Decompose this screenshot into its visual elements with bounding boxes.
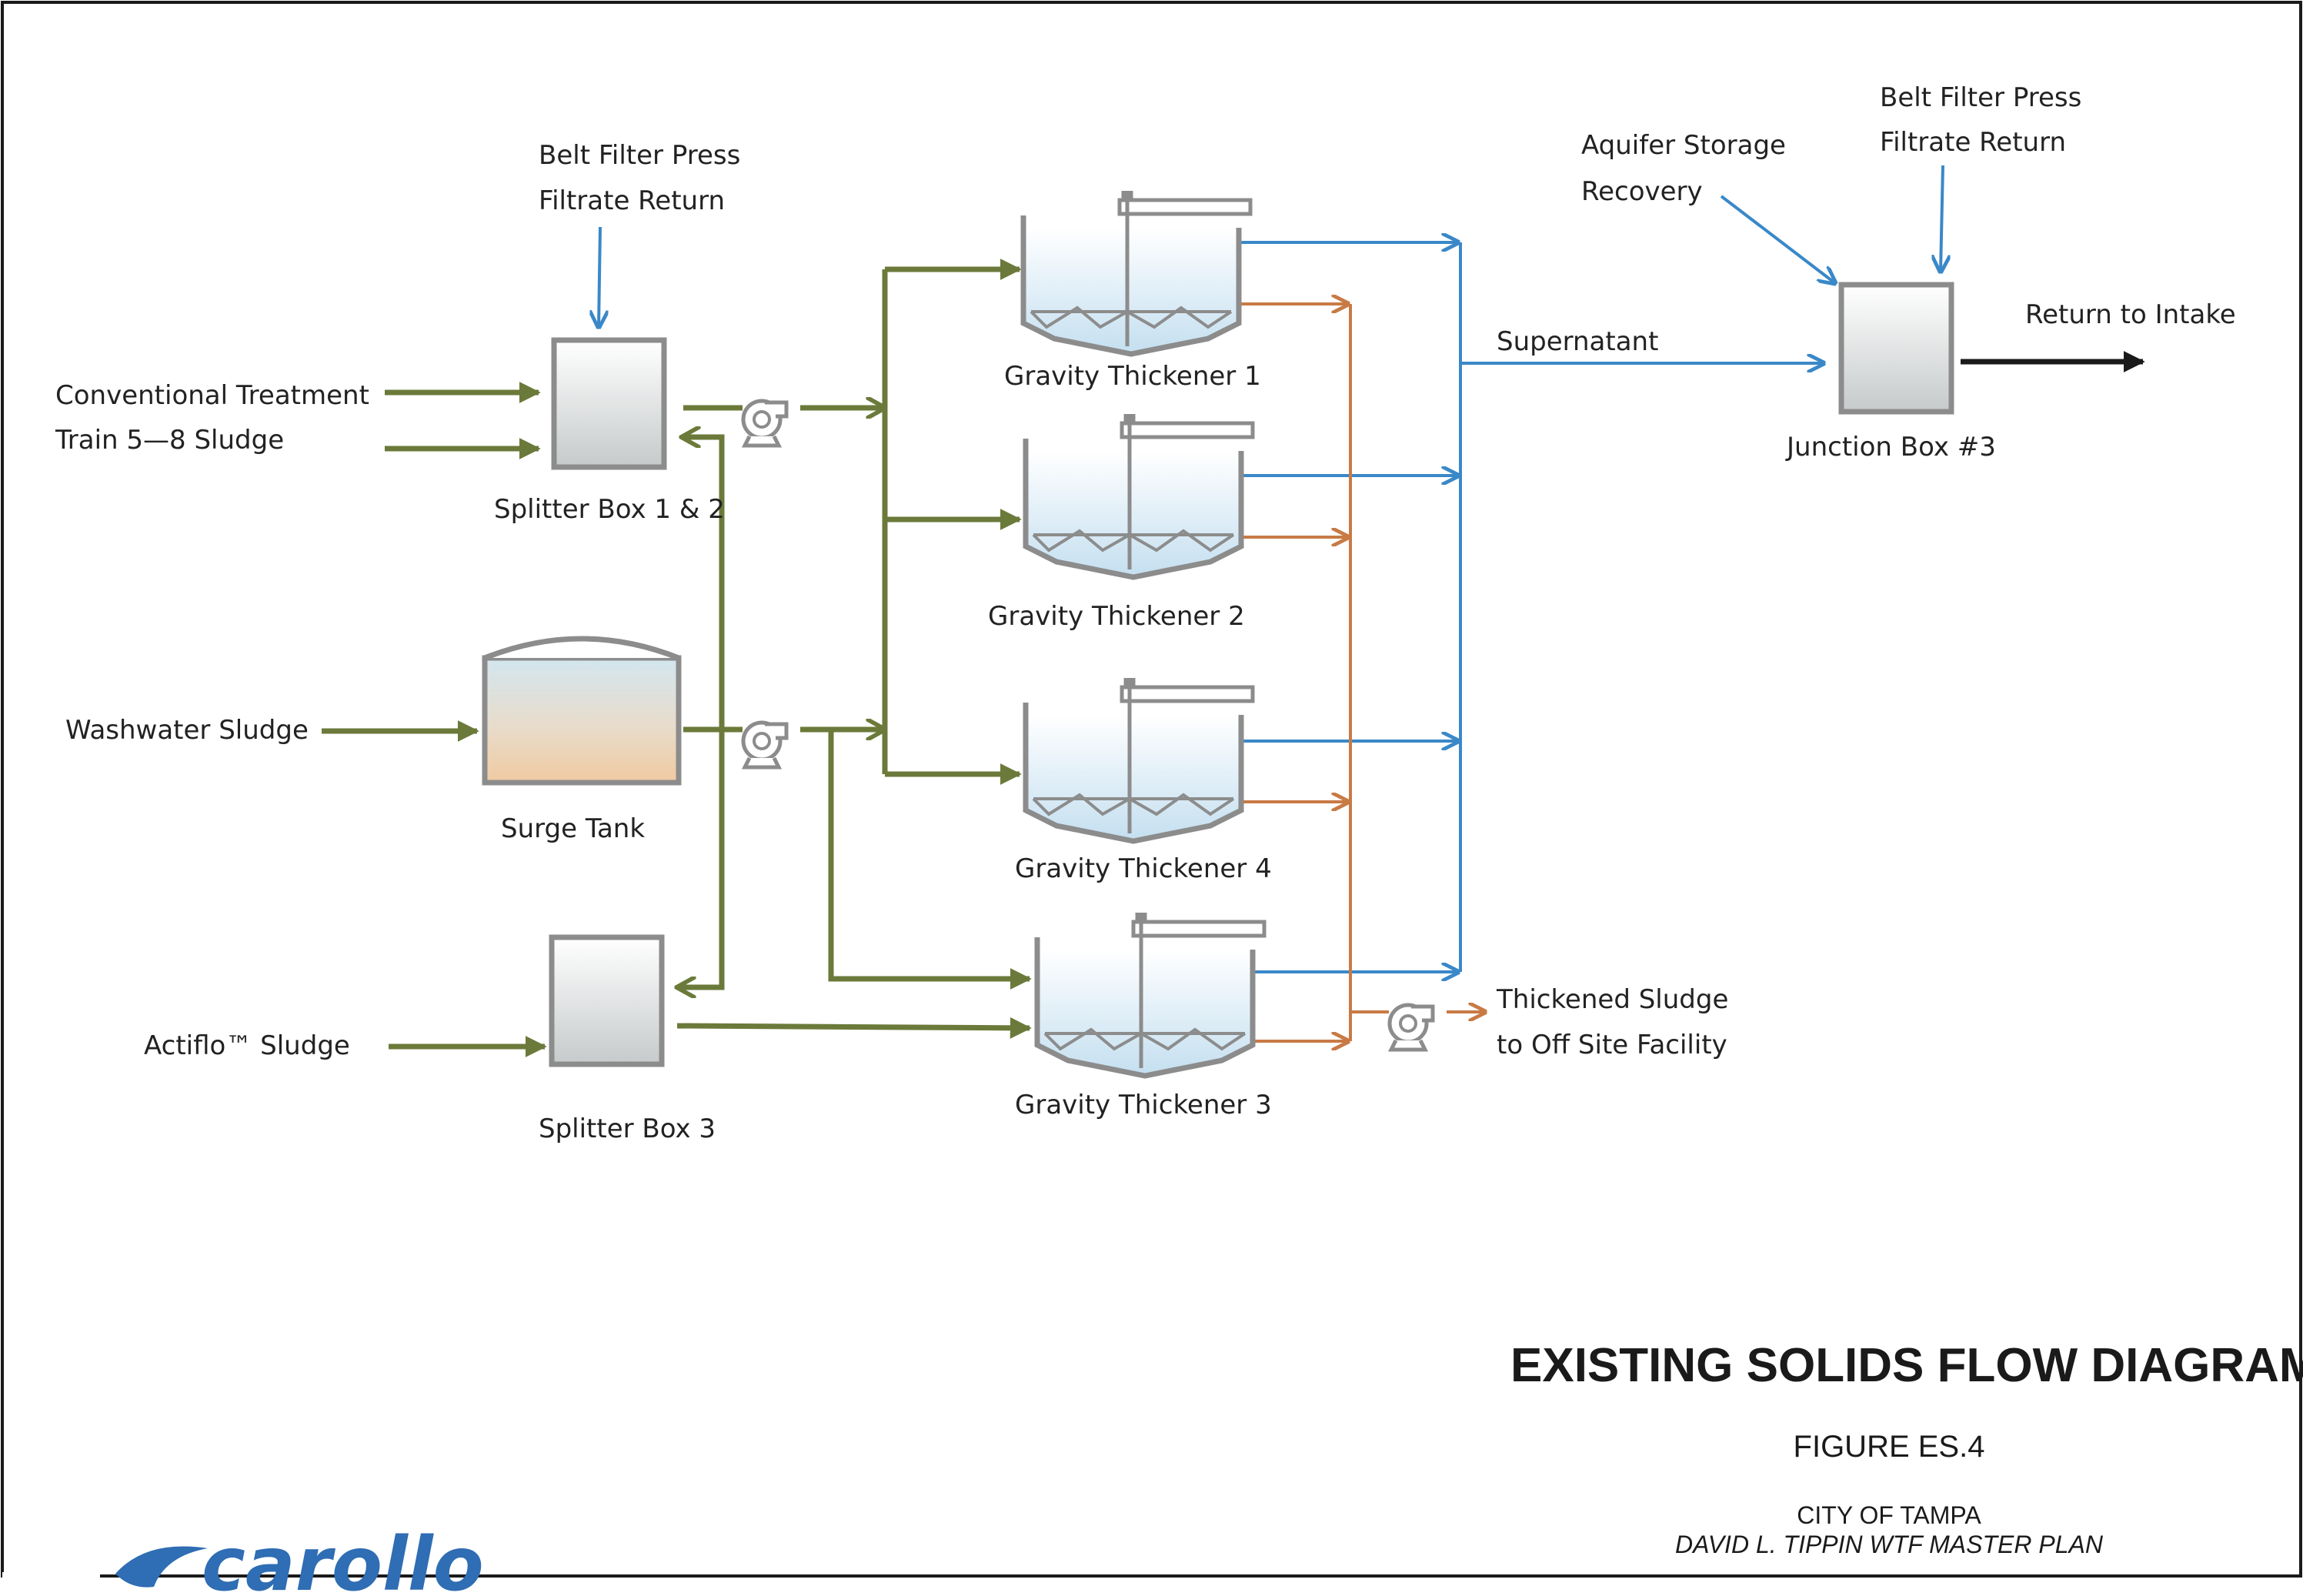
gravity-thickener-2 xyxy=(1026,414,1253,577)
figure-number: FIGURE ES.4 xyxy=(1794,1430,1985,1464)
asr-label-line2: Recovery xyxy=(1581,176,1703,207)
client-name: CITY OF TAMPA xyxy=(1797,1501,1981,1529)
bfp-left-label-line2: Filtrate Return xyxy=(539,185,725,216)
gravity-thickener-1 xyxy=(1023,191,1250,354)
logo-text: carollo xyxy=(202,1521,484,1596)
conventional-label-line2: Train 5—8 Sludge xyxy=(55,425,284,456)
gravity-thickener-4 xyxy=(1026,678,1253,841)
gt2-label: Gravity Thickener 2 xyxy=(988,601,1245,632)
gt1-label: Gravity Thickener 1 xyxy=(1004,361,1261,392)
gt4-label: Gravity Thickener 4 xyxy=(1015,853,1272,884)
thickened-label-line2: to Off Site Facility xyxy=(1497,1030,1727,1060)
surge-tank-label: Surge Tank xyxy=(501,813,645,844)
plan-name: DAVID L. TIPPIN WTF MASTER PLAN xyxy=(1675,1531,2104,1558)
actiflo-label: Actiflo™ Sludge xyxy=(144,1030,350,1061)
diagram-title: EXISTING SOLIDS FLOW DIAGRAM xyxy=(1510,1339,2303,1392)
gt3-label: Gravity Thickener 3 xyxy=(1015,1090,1272,1120)
surge-tank xyxy=(482,636,682,786)
return-intake-label: Return to Intake xyxy=(2025,299,2236,330)
conventional-label-line1: Conventional Treatment xyxy=(55,380,369,411)
splitter-3-label: Splitter Box 3 xyxy=(539,1114,716,1144)
junction-box-3 xyxy=(1838,282,1954,415)
junction-box-label: Junction Box #3 xyxy=(1785,432,1996,462)
bfp-left-label-line1: Belt Filter Press xyxy=(539,140,740,171)
pump-icon xyxy=(743,723,786,767)
bfp-right-label-line2: Filtrate Return xyxy=(1880,127,2066,158)
supernatant-lines xyxy=(599,165,1943,972)
splitter-box-3 xyxy=(549,934,665,1067)
splitter-12-label: Splitter Box 1 & 2 xyxy=(494,494,725,525)
pump-icon xyxy=(743,401,786,446)
sludge-lines xyxy=(322,259,1032,1057)
thickened-label-line1: Thickened Sludge xyxy=(1496,984,1728,1015)
bfp-right-label-line1: Belt Filter Press xyxy=(1880,82,2081,113)
washwater-label: Washwater Sludge xyxy=(65,715,309,746)
pump-icon xyxy=(1390,1005,1433,1050)
thickened-sludge-lines xyxy=(1239,304,1485,1041)
asr-label-line1: Aquifer Storage xyxy=(1581,130,1786,161)
gravity-thickener-3 xyxy=(1037,913,1264,1076)
splitter-box-1-2 xyxy=(551,337,667,470)
supernatant-label: Supernatant xyxy=(1497,326,1658,357)
carollo-logo: carollo xyxy=(115,1521,484,1596)
